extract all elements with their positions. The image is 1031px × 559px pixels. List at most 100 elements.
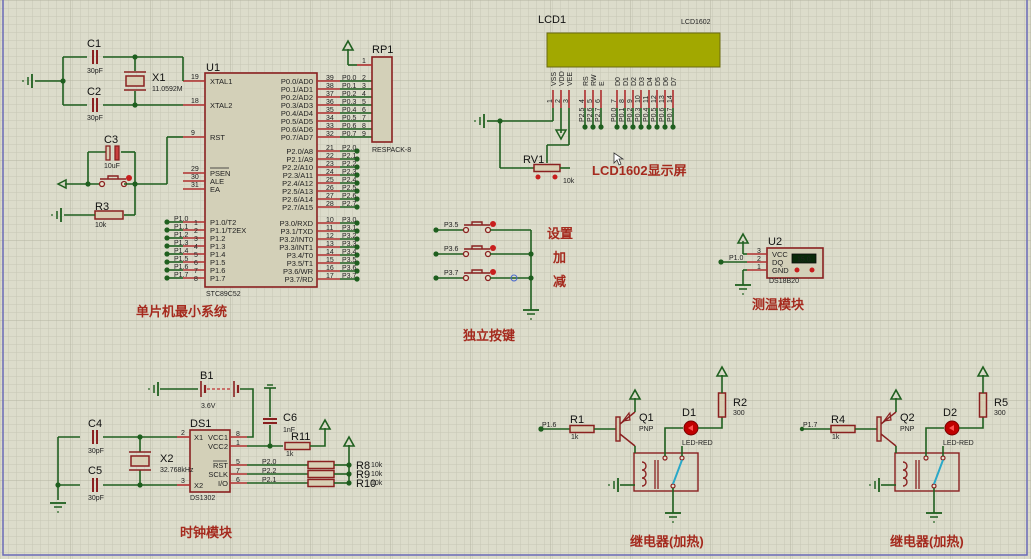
capacitor-symbol	[92, 478, 98, 492]
temp-up-button[interactable]	[809, 267, 815, 273]
junction-dot	[164, 235, 170, 241]
ground-icon	[523, 309, 539, 320]
junction-dot	[354, 236, 360, 242]
junction-dot	[354, 148, 360, 154]
led-resistor-ref: R5	[994, 397, 1008, 409]
pin-number: 2	[362, 75, 366, 82]
lcd-pin-name: D2	[631, 77, 638, 86]
pin-name: VCC	[772, 250, 788, 259]
led-value: LED-RED	[682, 440, 713, 447]
push-button[interactable]	[462, 269, 497, 282]
transistor-collector	[619, 433, 636, 447]
junction-dot	[654, 124, 660, 130]
pin-name: XTAL1	[210, 77, 232, 86]
net-label: P2.3	[342, 169, 357, 176]
r11-value: 1k	[286, 451, 294, 458]
ground-dot	[608, 484, 610, 486]
net-label: P0.6	[659, 107, 666, 122]
button-indicator	[490, 221, 496, 227]
transistor-collector	[880, 433, 897, 447]
u2-ref: U2	[768, 236, 782, 248]
button-contact	[484, 274, 492, 282]
power-icon	[554, 129, 568, 141]
net-label: P2.7	[595, 107, 602, 122]
net-label: P1.2	[174, 232, 189, 239]
cap-plate	[114, 145, 120, 161]
net-label: P0.0	[611, 107, 618, 122]
resistor-body	[307, 478, 335, 488]
wire	[310, 428, 326, 447]
key-P3.7[interactable]: P3.7	[433, 269, 534, 282]
resistor-body	[978, 392, 988, 418]
transistor-base	[876, 416, 882, 442]
ground-dot	[474, 120, 476, 122]
junction-dot	[354, 228, 360, 234]
transistor-value: PNP	[639, 426, 654, 433]
push-button[interactable]	[462, 245, 497, 258]
pin-number: 15	[326, 257, 334, 264]
mcu-body	[204, 72, 318, 288]
r11-ref: R11	[291, 431, 310, 443]
net-label: P1.7	[174, 272, 189, 279]
net-label: P0.2	[627, 107, 634, 122]
pin-name: I/O	[218, 479, 228, 488]
key-P3.5[interactable]: P3.5	[433, 221, 531, 234]
pin-name: P0.5/AD5	[281, 117, 313, 126]
section-title-keys: 独立按键	[463, 328, 515, 343]
lcd-screen[interactable]	[546, 32, 721, 68]
lcd-pin-name: VSS	[551, 72, 558, 86]
net-label: P1.6	[174, 264, 189, 271]
led-resistor-value: 300	[733, 410, 745, 417]
net-label: P0.3	[342, 99, 357, 106]
net-label: P3.5	[444, 222, 459, 229]
pin-number: 7	[194, 268, 198, 275]
key-P3.6[interactable]: P3.6	[433, 245, 534, 258]
pin-number: 39	[326, 75, 334, 82]
b1-ref: B1	[200, 370, 213, 382]
led-ref: D1	[682, 407, 696, 419]
pin-name: P2.6/A14	[282, 195, 313, 204]
capacitor-symbol	[92, 98, 98, 112]
pin-name: P1.7	[210, 274, 225, 283]
button-actuator	[464, 221, 490, 226]
pin-number: 28	[326, 201, 334, 208]
transistor-emitter	[880, 411, 897, 425]
probe-marker-icon	[510, 274, 518, 282]
net-label: P0.4	[342, 107, 357, 114]
push-button[interactable]	[462, 221, 497, 234]
power-arrow	[736, 232, 750, 244]
button-indicator	[126, 175, 132, 181]
lcd-pin-name: D4	[647, 77, 654, 86]
ds1-part: DS1302	[190, 495, 215, 502]
ground-dot	[51, 214, 53, 216]
temp-down-button[interactable]	[794, 267, 800, 273]
net-label: P2.1	[262, 477, 277, 484]
power-icon	[341, 39, 355, 51]
pin-number: 6	[362, 107, 366, 114]
net-label: P2.4	[342, 177, 357, 184]
net-label: P0.1	[619, 107, 626, 122]
x2-ref: X2	[160, 453, 173, 465]
net-label: P1.5	[174, 256, 189, 263]
pin-number: 35	[326, 107, 334, 114]
resistor-body	[307, 469, 335, 479]
relay-contact	[940, 455, 946, 461]
capacitor-symbol	[263, 418, 277, 424]
c4-value: 30pF	[88, 448, 104, 455]
key-label-plus: 加	[552, 250, 566, 265]
led-resistor-ref: R2	[733, 397, 747, 409]
power-arrow	[342, 435, 356, 447]
pin-number: 5	[194, 252, 198, 259]
lcd-pin-number: 14	[667, 95, 674, 103]
button-contact	[98, 180, 106, 188]
junction-dot	[354, 188, 360, 194]
pin-number: 26	[326, 185, 334, 192]
net-label: P3.1	[342, 225, 357, 232]
crystal-symbol	[129, 451, 151, 471]
capacitor-symbol	[92, 430, 98, 444]
pin-name: X1	[194, 433, 203, 442]
junction-dot	[354, 204, 360, 210]
